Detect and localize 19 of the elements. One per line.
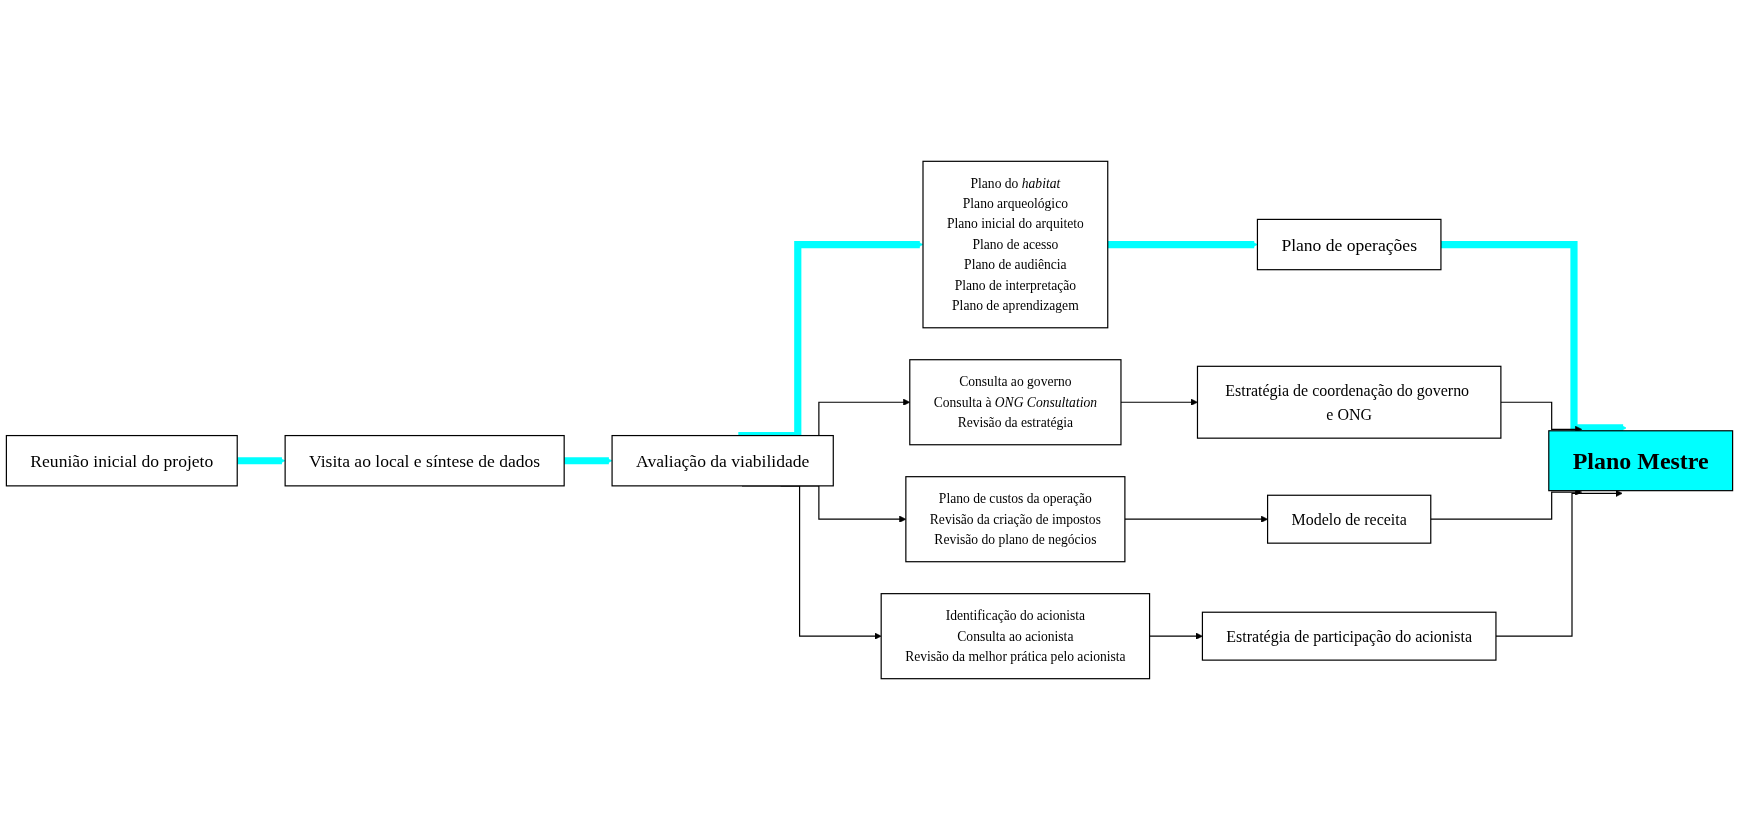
arrow — [237, 457, 286, 465]
arrow — [1120, 398, 1198, 406]
node-box: Visita ao local e síntese de dados — [284, 434, 565, 487]
node-box: Identificação do acionista Consulta ao acionista Revisão da melhor prática pelo acionista — [880, 593, 1151, 680]
node-box: Estratégia de coordenação do governo e ONG — [1196, 365, 1502, 439]
arrow — [1107, 240, 1258, 249]
arrow — [564, 457, 613, 465]
arrow — [1440, 240, 1627, 432]
node-box: Avaliação da viabilidade — [611, 434, 834, 487]
node-box: Plano de custos da operação Revisão da criação de impostos Revisão do plano de negócios — [905, 476, 1126, 563]
arrow — [1495, 489, 1623, 637]
node-box: Estratégia de participação do acionista — [1201, 611, 1497, 661]
node-box: Modelo de receita — [1267, 494, 1432, 544]
node-box: Plano de operações — [1256, 218, 1442, 271]
arrow — [1124, 515, 1268, 523]
node-box: Plano do habitat Plano arqueológico Plano inicial do arquiteto Plano de acesso Plano de audiência Plano de interpretação Plano de aprendizagem — [922, 160, 1109, 329]
node-box: Consulta ao governo Consulta à ONG Consultation Revisão da estratégia — [909, 359, 1122, 446]
node-box: Reunião inicial do projeto — [5, 434, 238, 487]
node-box: Plano Mestre — [1548, 430, 1734, 492]
